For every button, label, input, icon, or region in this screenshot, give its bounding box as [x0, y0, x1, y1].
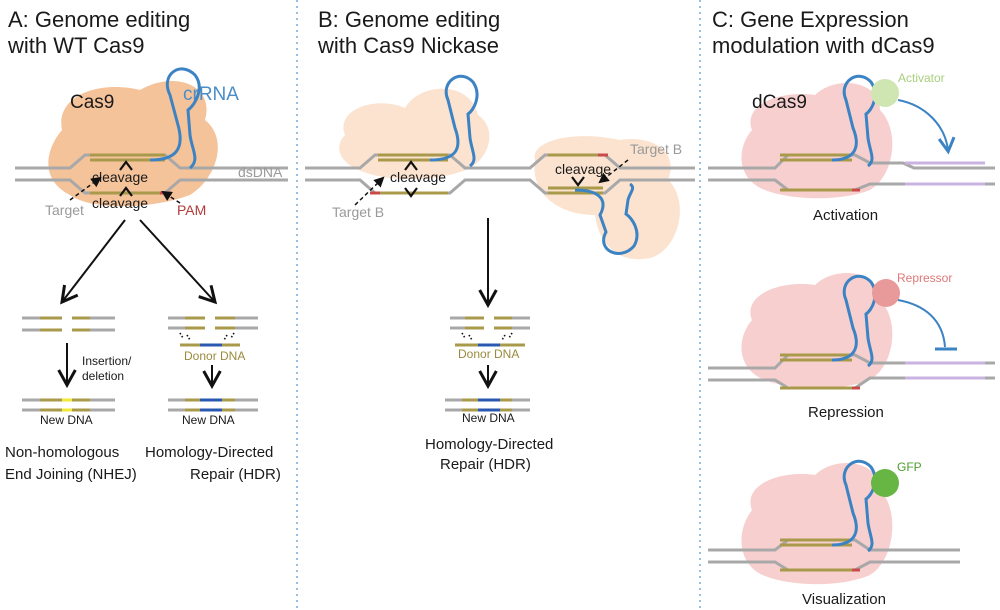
new-dna-label-b: New DNA	[462, 411, 515, 425]
nhej-caption-line1: Non-homologous	[5, 444, 119, 461]
gfp-label: GFP	[897, 460, 922, 474]
panel-a-title-line1: A: Genome editing	[8, 7, 190, 32]
panel-a-title-line2: with WT Cas9	[7, 33, 145, 58]
cleavage-right-arrow	[571, 176, 585, 187]
cleavage-right-label: cleavage	[555, 161, 611, 177]
crrna-hairpin-right	[574, 182, 639, 255]
activator-arrow	[897, 99, 948, 150]
hdr-new-dna-b	[445, 398, 530, 412]
nhej-broken-dna	[22, 316, 115, 332]
visualization-group: GFP Visualization	[708, 459, 960, 608]
visualization-label: Visualization	[802, 591, 886, 608]
new-dna-right-label: New DNA	[182, 413, 235, 427]
dsdna-b	[305, 153, 695, 195]
target-b-right-label: Target B	[630, 141, 682, 157]
repression-label: Repression	[808, 404, 884, 421]
pam-label: PAM	[177, 202, 206, 218]
cleavage-left-down-arrow	[404, 187, 418, 198]
hdr-caption-line2-b: Repair (HDR)	[440, 456, 531, 473]
repressor-circle	[872, 279, 900, 307]
dcas9-blob-repression	[741, 273, 893, 389]
new-dna-left-label: New DNA	[40, 413, 93, 427]
nhej-new-dna	[22, 398, 115, 412]
arrow-to-nhej	[60, 219, 126, 305]
crrna-hairpin	[149, 67, 201, 170]
arrow-to-hdr	[139, 219, 218, 305]
repressor-line	[897, 299, 946, 348]
repression-group: Repressor Repression	[708, 271, 995, 421]
insertion-label-line2: deletion	[82, 369, 124, 383]
target-b-left-label: Target B	[332, 204, 384, 220]
panel-b-title-line2: with Cas9 Nickase	[317, 33, 499, 58]
hdr-donor-assembly-b	[450, 316, 530, 347]
insertion-label-line1: Insertion/	[82, 354, 132, 368]
activation-group: dCas9 Activator Activation	[708, 71, 995, 224]
donor-dna-label-b: Donor DNA	[458, 347, 519, 361]
hdr-new-dna	[168, 398, 258, 412]
pam-pointer	[161, 190, 181, 204]
cleavage-bottom-label: cleavage	[92, 195, 148, 211]
donor-dna-label-a: Donor DNA	[184, 349, 245, 363]
crrna-hairpin-left	[429, 74, 479, 168]
panel-c-title-line2: modulation with dCas9	[712, 33, 935, 58]
target-pointer	[69, 176, 102, 201]
activator-circle	[871, 79, 899, 107]
activation-label: Activation	[813, 207, 878, 224]
cleavage-top-label: cleavage	[92, 169, 148, 185]
panel-b: B: Genome editing with Cas9 Nickase clea…	[305, 7, 695, 473]
hdr-donor-assembly	[168, 316, 258, 347]
target-label: Target	[45, 202, 84, 218]
panel-c: C: Gene Expression modulation with dCas9…	[708, 7, 995, 608]
hdr-caption-line1-b: Homology-Directed	[425, 436, 553, 453]
panel-b-title-line1: B: Genome editing	[318, 7, 500, 32]
cleavage-left-up-arrow	[404, 160, 418, 171]
hdr-caption-line2-a: Repair (HDR)	[190, 466, 281, 483]
cleavage-top-arrow	[119, 160, 133, 171]
hdr-caption-line1-a: Homology-Directed	[145, 444, 273, 461]
dsdna-label: dsDNA	[238, 164, 283, 180]
cleavage-left-label: cleavage	[390, 169, 446, 185]
cleavage-bottom-arrow	[119, 186, 133, 197]
gfp-circle	[871, 469, 899, 497]
repressor-label: Repressor	[897, 271, 952, 285]
dcas9-blob-visualization	[741, 463, 893, 585]
cas9-label: Cas9	[70, 92, 114, 113]
panel-c-title-line1: C: Gene Expression	[712, 7, 909, 32]
target-b-right-pointer	[598, 159, 629, 184]
crrna-label: crRNA	[183, 84, 239, 105]
panel-a: A: Genome editing with WT Cas9 Cas9 crRN…	[5, 7, 288, 483]
dcas9-blob-activation	[741, 83, 893, 199]
nhej-caption-line2: End Joining (NHEJ)	[5, 466, 137, 483]
dcas9-label: dCas9	[752, 92, 807, 113]
activator-label: Activator	[898, 71, 945, 85]
